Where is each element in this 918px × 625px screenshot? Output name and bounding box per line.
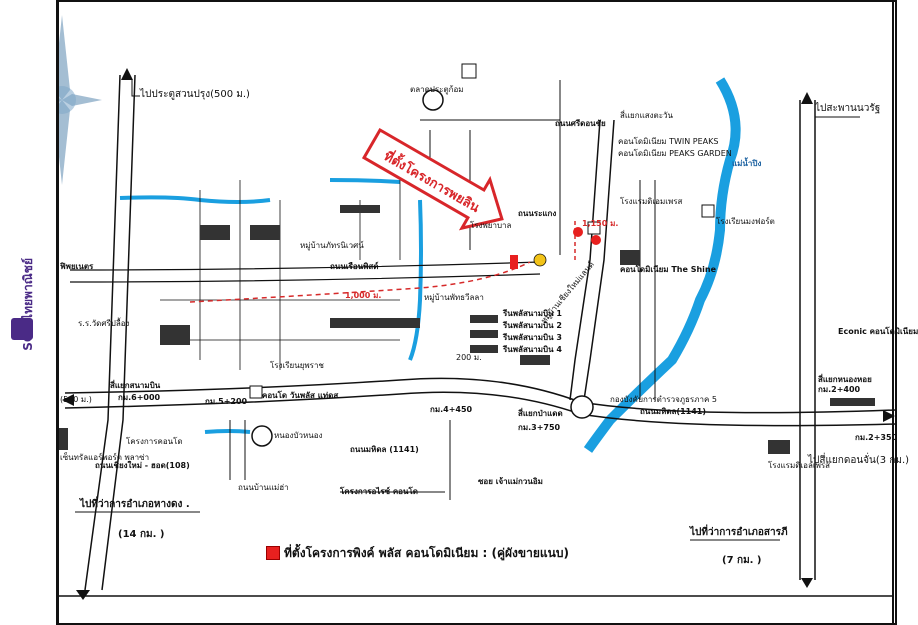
label-chiangmai-school: โรงเรียนยุพราช xyxy=(270,361,324,370)
label-twin-peaks: คอนโดมิเนียม TWIN PEAKS xyxy=(618,137,719,146)
project-marker xyxy=(510,255,518,269)
label-dist-1150: 1,150 ม. xyxy=(582,219,619,228)
label-dist-1000: 1,000 ม. xyxy=(345,291,382,300)
local-grid-2 xyxy=(359,180,401,260)
roundabout-east xyxy=(570,395,594,419)
scb-logo-icon xyxy=(11,318,33,340)
label-one-plus: โครงการคอนโด xyxy=(126,437,183,446)
road-mahidol-bottom xyxy=(64,391,896,427)
label-ping-river: แม่น้ำปิง xyxy=(732,159,762,168)
label-to-hang-dong: ไปที่ว่าการอำเภอหางดง . xyxy=(80,499,190,510)
label-km-6000: กม.6+000 xyxy=(118,393,161,402)
label-km-2400: กม.2+400 xyxy=(818,385,861,394)
ping-river xyxy=(583,77,741,453)
road-mahidol-top xyxy=(64,377,896,414)
label-rajavithi: โรงเรียนมงฟอร์ต xyxy=(716,217,775,226)
legend-swatch xyxy=(266,546,280,560)
label-the-shine: คอนโดมิเนียม The Shine xyxy=(620,265,717,274)
label-to-khon-chun: ไปสี่แยกดอนจั่น(3 กม.) xyxy=(808,455,910,466)
label-km-3750: กม.3+750 xyxy=(518,423,561,432)
sidebar xyxy=(0,0,59,625)
label-road-wualai: ถนนเรือนพิสต์ xyxy=(330,262,379,271)
canal-south xyxy=(204,429,251,434)
label-market: ตลาดประตูก้อม xyxy=(410,85,464,94)
label-project-condo: โครงการอไรซ์ คอนโด xyxy=(340,487,418,496)
label-road-mahidol-2: ถนนมหิดล(1141) xyxy=(640,407,707,416)
road-108-right xyxy=(101,74,136,591)
arrow-south-right xyxy=(801,578,813,588)
legend-text: ที่ตั้งโครงการพิงค์ พลัส คอนโดมิเนียม : … xyxy=(284,546,569,560)
label-dist-200: 200 ม. xyxy=(456,353,482,362)
arrow-south-left xyxy=(76,590,90,600)
label-rin-condo-1: รีนพลัสนามบิน 1 xyxy=(503,309,562,318)
road-sri-right xyxy=(583,119,615,401)
label-econic: Econic คอนโดมิเนียม xyxy=(838,327,918,336)
label-village-2: หมู่บ้านพัทธวีลลา xyxy=(424,293,484,302)
label-to-hang-dong-km: (14 กม. ) xyxy=(118,529,165,540)
label-road-ban-mae-ya: ถนนบ้านแม่ฮ่า xyxy=(238,483,289,492)
label-km-2350: กม.2+350 xyxy=(855,433,898,442)
road-mid-bottom xyxy=(69,273,541,283)
canal-central xyxy=(408,199,423,361)
arrow-north-left xyxy=(121,68,133,80)
label-to-nawarat: ไปสะพานนวรัฐ xyxy=(815,103,881,114)
label-peaks-garden: คอนโดมิเนียม PEAKS GARDEN xyxy=(618,149,732,158)
label-nong-hoi-hotel: โรงแรมดิเอลเพรส xyxy=(768,461,831,470)
arrow-north-right xyxy=(801,92,813,104)
label-rin-condo-3: รีนพลัสนามบิน 3 xyxy=(503,333,562,342)
label-km-4450: กม.4+450 xyxy=(430,405,473,414)
hospital-icon-1 xyxy=(573,227,583,237)
route-dashed xyxy=(189,261,531,303)
s-icon-2 xyxy=(701,204,715,218)
label-road-mahidol-1: ถนนมหิดล (1141) xyxy=(350,445,419,454)
label-to-prasert: ไปประตูสวนปรุง(500 ม.) xyxy=(140,89,250,100)
label-soi: ซอย เจ้าแม่กวนอิม xyxy=(478,477,543,486)
label-nong-hoi: สี่แยกหนองหอย xyxy=(818,375,872,384)
label-phayaom: ฟิพยเนตร xyxy=(60,262,94,271)
label-road-rongkaeng: ถนนระแกง xyxy=(518,209,557,218)
label-road-108: ถนนเชียงใหม่ - ฮอด(108) xyxy=(95,461,190,470)
canal-west xyxy=(119,195,271,204)
label-road-sri: ถนนศรีดอนชัย xyxy=(555,119,606,128)
roundabout-north xyxy=(422,89,444,111)
road-108-left xyxy=(84,74,121,591)
label-regional-police: กองบังคับการตำรวจภูธรภาค 5 xyxy=(610,395,717,404)
label-village-1: หมู่บ้านภัทรนิเวศน์ xyxy=(300,241,364,250)
label-rin-condo-2: รีนพลัสนามบิน 2 xyxy=(503,321,562,330)
label-wat-phue: ร.ร.วัดศรีปลื้อง xyxy=(78,319,130,328)
label-hotel: โรงแรมดิเอมเพรส xyxy=(620,197,683,206)
h-icon-1 xyxy=(249,385,263,399)
label-kasem: คอนโด วันพลัส แท่ดส xyxy=(262,391,339,400)
label-airport-plaza: เซ็นทรัลแอร์พอร์ต พลาซ่า xyxy=(60,453,150,462)
hospital-icon-2 xyxy=(591,235,601,245)
arrow-east xyxy=(883,410,895,422)
arrow-west xyxy=(62,394,74,406)
label-rin-condo-4: รีนพลัสนามบิน 4 xyxy=(503,345,562,354)
label-to-saraphi-km: (7 กม. ) xyxy=(722,555,762,566)
label-hospital: โรงพยาบาล xyxy=(470,221,512,230)
label-jeensiri: สี่แยกแสงตะวัน xyxy=(620,111,673,120)
building-blocks xyxy=(50,205,875,454)
label-to-saraphi: ไปที่ว่าการอำเภอสารภี xyxy=(690,527,788,538)
h-icon-2 xyxy=(587,221,601,235)
local-grid xyxy=(160,180,400,370)
label-lake: หนองบัวหนอง xyxy=(274,431,323,440)
road-sri-left xyxy=(569,119,601,401)
project-banner-arrow xyxy=(361,127,504,231)
market-marker xyxy=(533,253,547,267)
label-km-5200: กม.5+200 xyxy=(205,397,248,406)
label-dist-500: (500 ม.) xyxy=(60,395,92,404)
label-airport-junction: สี่แยกสนามบิน xyxy=(110,381,161,390)
road-mid-top xyxy=(69,261,541,271)
label-leader-1 xyxy=(131,80,140,97)
canal-north xyxy=(329,178,401,184)
s-icon-1 xyxy=(461,63,477,79)
label-pan-daeng: สี่แยกป่าแดด xyxy=(518,409,563,418)
roundabout-south xyxy=(251,425,273,447)
